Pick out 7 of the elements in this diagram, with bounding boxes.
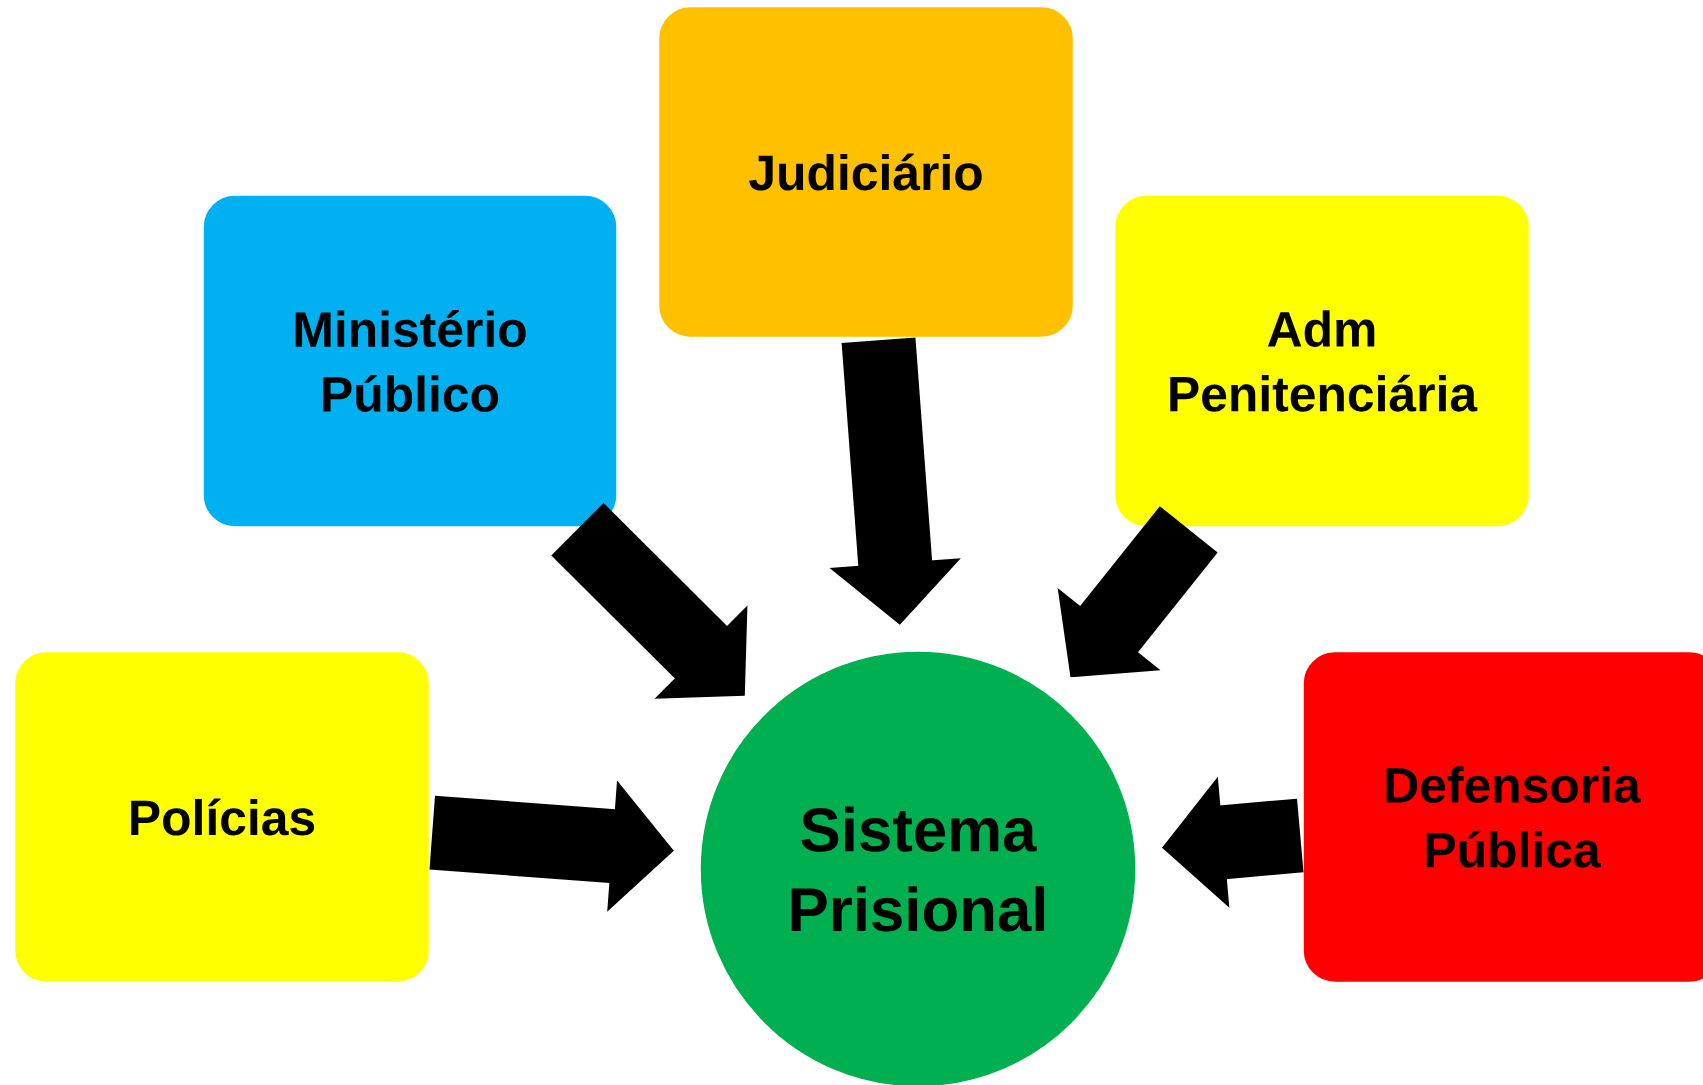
- rounded-box: Polícias: [13, 650, 431, 984]
- rounded-box: Adm Penitenciária: [1113, 194, 1531, 528]
- circle-node: Sistema Prisional: [699, 650, 1137, 1085]
- rounded-box: Ministério Público: [202, 194, 618, 528]
- rounded-box: Judiciário: [657, 5, 1075, 339]
- rounded-box: Defensoria Pública: [1302, 650, 1703, 984]
- block-arrow: [551, 503, 748, 699]
